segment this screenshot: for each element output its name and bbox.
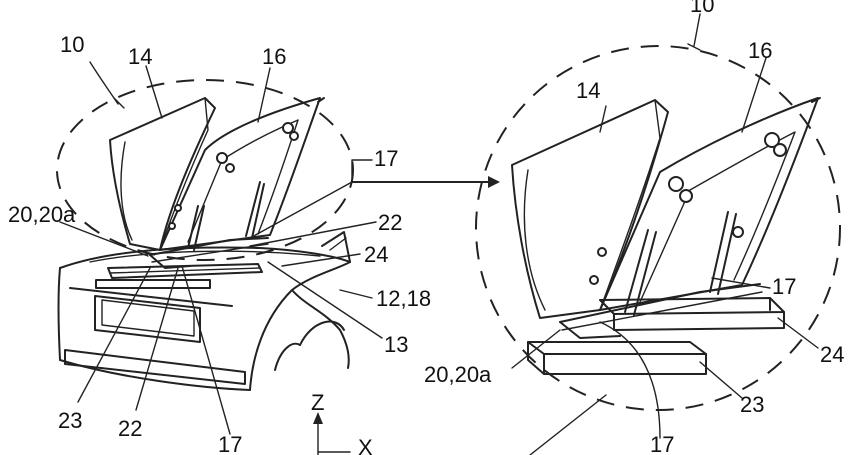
- panel-16-right: [599, 97, 821, 311]
- panel-16-left: [159, 97, 325, 251]
- label-16-left: 16: [262, 44, 286, 69]
- label-17-bottom-right: 17: [650, 432, 674, 455]
- label-17-right: 17: [772, 274, 796, 299]
- label-20-20a-right: 20,20a: [424, 362, 492, 387]
- label-12-18: 12,18: [376, 286, 431, 311]
- label-20-20a-left: 20,20a: [8, 202, 76, 227]
- label-17-bottom-left: 17: [218, 432, 242, 455]
- label-16-right: 16: [748, 38, 772, 63]
- enlarged-detail-view: [475, 45, 841, 411]
- rail-24-right: [599, 297, 785, 331]
- label-17-mid: 17: [374, 146, 398, 171]
- label-13: 13: [384, 332, 408, 357]
- detail-circle-10-left: [56, 79, 354, 261]
- label-24-left: 24: [364, 242, 388, 267]
- label-14-right: 14: [576, 78, 600, 103]
- axis-label-x: X: [358, 435, 373, 455]
- rail-23-left: [95, 279, 211, 289]
- label-23-left: 23: [58, 408, 82, 433]
- label-10-right: 10: [690, 0, 714, 17]
- leader-lines: [59, 13, 819, 455]
- panel-14-left: [109, 97, 216, 251]
- coordinate-axes: [313, 412, 351, 455]
- label-22-bottom: 22: [118, 416, 142, 441]
- label-22-right: 22: [378, 210, 402, 235]
- label-14-left: 14: [128, 44, 152, 69]
- vehicle-body: [57, 231, 351, 391]
- detail-circle-10-right: [475, 45, 841, 411]
- detail-arrow: [351, 176, 500, 188]
- label-23-right: 23: [740, 392, 764, 417]
- support-struts-left: [149, 122, 299, 269]
- axis-label-z: Z: [311, 390, 324, 415]
- label-10-left: 10: [60, 32, 84, 57]
- rail-23-right: [527, 341, 707, 375]
- label-24-right: 24: [820, 342, 844, 367]
- vehicle-front-view: [56, 79, 354, 391]
- rail-24-left: [107, 263, 263, 279]
